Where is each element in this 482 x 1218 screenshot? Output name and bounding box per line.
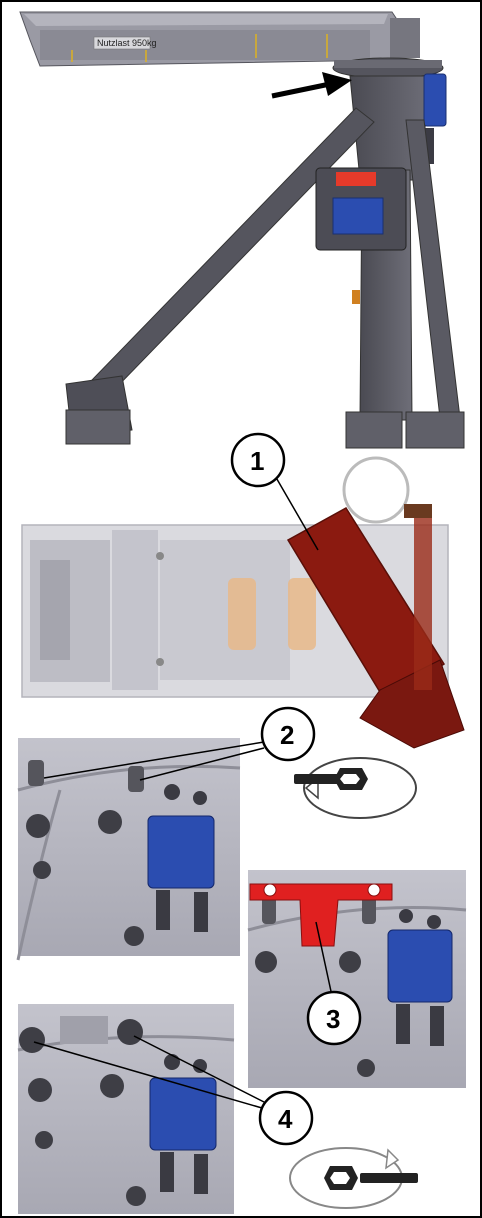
gear-wheel: [342, 456, 410, 524]
callout-2-label: 2: [280, 720, 294, 750]
slew-motor: [423, 73, 447, 127]
red-cover: [286, 507, 446, 704]
wrench-icon-2: [324, 1166, 418, 1190]
bracket-view: 3: [247, 870, 467, 1088]
wrench-icon: [294, 768, 368, 790]
sensor-view-top: 2: [16, 706, 417, 961]
limit-switch-top: [147, 815, 215, 889]
foot-right: [405, 411, 465, 449]
foot-center: [345, 411, 403, 449]
limit-switch-bottom: [149, 1077, 217, 1151]
arrow-icon: [271, 72, 352, 99]
hoist-motor: [332, 197, 384, 235]
sleeve-1: [228, 578, 256, 650]
foot-left: [65, 409, 131, 445]
pin-left: [28, 760, 44, 786]
rear-leg: [405, 119, 461, 419]
callout-3: [306, 990, 362, 1046]
sensor-view-bottom: 4: [17, 1004, 418, 1214]
callout-4: [258, 1090, 314, 1146]
limit-switch-middle: [387, 929, 453, 1003]
callout-2: [260, 706, 316, 762]
callout-1-label: 1: [250, 446, 264, 476]
payload-plate: [93, 36, 151, 50]
crane-illustration: Nutzlast 950kg: [19, 11, 465, 449]
callout-3-label: 3: [326, 1004, 340, 1034]
callout-4-label: 4: [278, 1104, 293, 1134]
sleeve-2: [288, 578, 316, 650]
housing-illustration: 1: [21, 432, 465, 749]
hoist-red-block: [336, 172, 376, 186]
payload-plate-text: Nutzlast 950kg: [97, 38, 157, 48]
red-bracket: [249, 883, 393, 947]
crane-jib-end: [390, 18, 420, 58]
callout-1: [230, 432, 286, 488]
pin-right: [128, 766, 144, 792]
